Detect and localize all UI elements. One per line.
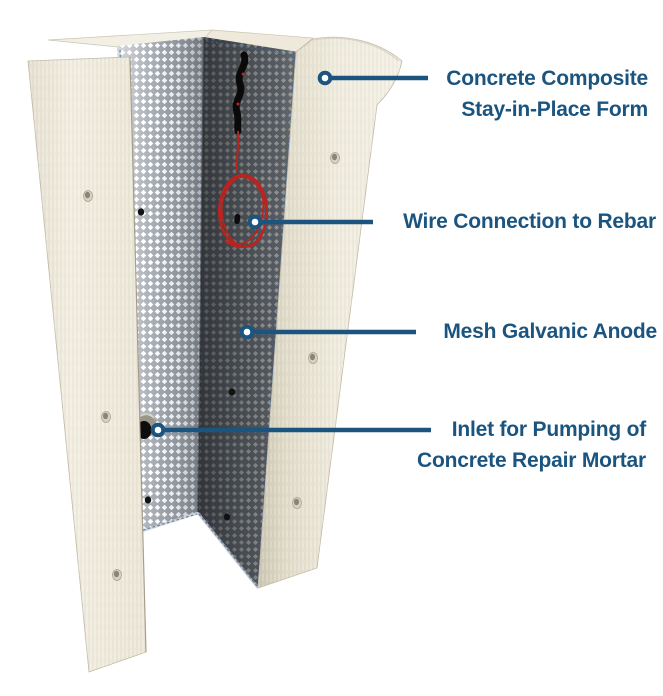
annotation-line: Stay-in-Place Form bbox=[461, 98, 648, 121]
mesh-hole bbox=[223, 513, 231, 521]
annotation-line: Concrete Composite bbox=[446, 67, 648, 90]
annotation-wire-connection: Wire Connection to Rebar bbox=[403, 206, 656, 237]
panel-fold-highlight bbox=[312, 37, 400, 62]
mesh-hole bbox=[228, 388, 236, 396]
callout-leaders bbox=[150, 70, 431, 438]
rebar-connection-point bbox=[234, 214, 241, 225]
mesh-hole bbox=[144, 496, 152, 504]
mesh-anode-right-face bbox=[197, 37, 298, 589]
annotation-line: Inlet for Pumping of bbox=[451, 418, 647, 441]
wire-connection-assembly bbox=[218, 51, 268, 249]
wire-red-glint bbox=[241, 72, 245, 76]
open-circle-marker bbox=[317, 70, 333, 86]
wire-red-glint bbox=[236, 102, 240, 106]
open-circle-marker bbox=[239, 324, 255, 340]
wire-bundle bbox=[232, 51, 249, 135]
annotation-line: Mesh Galvanic Anode bbox=[443, 320, 657, 343]
annotation-line: Wire Connection to Rebar bbox=[403, 210, 656, 233]
tie-wire-tail bbox=[224, 239, 248, 249]
mesh-stitching bbox=[142, 513, 198, 531]
panel-injection-holes bbox=[83, 190, 122, 581]
annotation-stay-in-place-form: Concrete Composite Stay-in-Place Form bbox=[446, 63, 648, 125]
mesh-stitching bbox=[198, 513, 258, 587]
left-form-panel bbox=[27, 56, 147, 673]
annotation-mesh-anode: Mesh Galvanic Anode bbox=[443, 316, 657, 347]
mesh-bottom-edge-left bbox=[141, 511, 199, 533]
tie-wire-loop bbox=[221, 176, 267, 248]
right-form-panel bbox=[257, 36, 403, 589]
tie-wire bbox=[235, 130, 240, 173]
mesh-hole bbox=[137, 208, 145, 216]
open-circle-marker bbox=[150, 422, 166, 438]
panel-injection-holes bbox=[292, 152, 340, 509]
annotation-line: Concrete Repair Mortar bbox=[417, 449, 646, 472]
corner-seam bbox=[197, 37, 205, 513]
annotation-mortar-inlet: Inlet for Pumping of Concrete Repair Mor… bbox=[417, 414, 646, 476]
open-circle-marker bbox=[247, 214, 263, 230]
panel-edge-seam bbox=[129, 56, 147, 653]
